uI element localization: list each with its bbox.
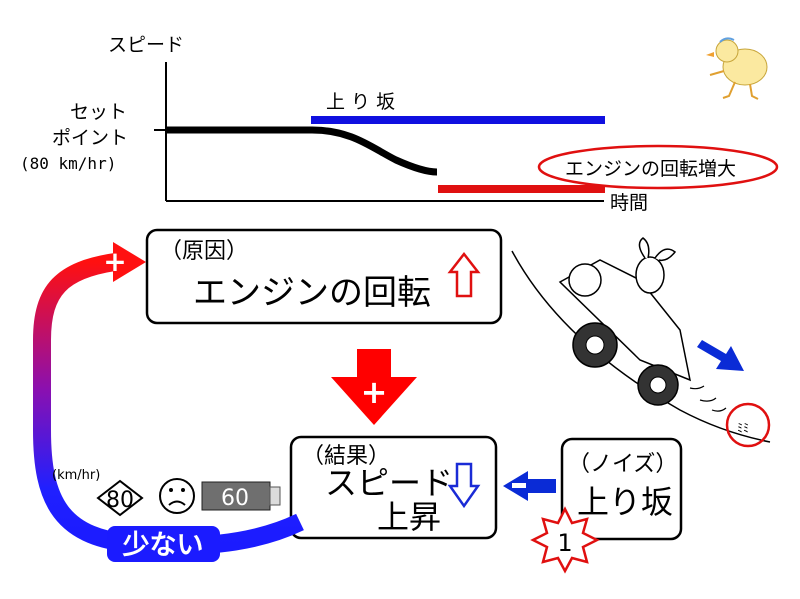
engine-increase-label: エンジンの回転増大 <box>565 158 736 180</box>
setpoint-label-line1: セット <box>70 101 127 123</box>
uphill-label: 上 り 坂 <box>326 91 395 113</box>
effect-heading: （結果） <box>302 444 390 469</box>
effect-box: （結果） スピード 上昇 <box>289 435 498 540</box>
effect-body-line2: 上昇 <box>377 498 441 536</box>
noise-minus-mark <box>512 483 526 488</box>
noise-box-frame <box>560 437 683 541</box>
exhaust-glyphs: ﾐﾐ <box>737 421 749 435</box>
chick-illustration <box>706 37 768 100</box>
speed-comparison: (km/hr) 80 60 <box>52 468 281 517</box>
gauge-cap-icon <box>269 486 281 506</box>
plus-feedback-sign: + <box>103 245 126 278</box>
burst-number: 1 <box>557 529 572 557</box>
unit-label: (km/hr) <box>52 468 100 483</box>
y-axis-label: スピード <box>108 34 184 56</box>
noise-to-effect-arrow <box>503 471 556 501</box>
noise-body: 上り坂 <box>577 483 673 521</box>
exhaust-highlight-circle <box>725 402 771 448</box>
cause-box-frame <box>145 228 503 325</box>
noise-heading: （ノイズ） <box>568 452 677 477</box>
car-headlight-icon <box>568 263 602 297</box>
speed-time-graph: スピード セット ポイント (80 km/hr) 上 り 坂 エンジンの回転増大… <box>20 34 779 214</box>
speed-curve <box>166 126 438 176</box>
car-on-slope-illustration: ﾐﾐ <box>511 237 771 448</box>
sad-face-icon <box>159 478 195 514</box>
target-speed: 80 <box>106 488 134 513</box>
feedback-loop: + 少ない <box>33 242 304 562</box>
setpoint-value-label: (80 km/hr) <box>20 154 116 173</box>
cause-to-effect-arrow: + <box>331 349 417 425</box>
downhill-arrow-icon <box>697 340 744 371</box>
feedback-arrowhead-icon <box>113 242 146 282</box>
less-label: 少ない <box>123 530 204 561</box>
diamond-sign-icon <box>96 479 144 517</box>
setpoint-label-line2: ポイント <box>52 127 128 149</box>
exhaust-marks-icon <box>689 385 727 412</box>
x-axis-label: 時間 <box>610 192 648 214</box>
engine-increase-oval <box>537 144 779 190</box>
burst-icon <box>530 506 600 574</box>
engine-increase-bar <box>438 185 605 193</box>
effect-box-frame <box>289 435 498 540</box>
burst-badge: 1 <box>530 506 600 574</box>
cause-box: （原因） エンジンの回転 <box>145 228 503 325</box>
rabbit-head-icon <box>635 256 665 294</box>
red-down-arrow-icon <box>331 349 417 425</box>
down-arrow-icon <box>447 462 481 509</box>
cause-body: エンジンの回転 <box>193 273 431 313</box>
effect-body-line1: スピード <box>325 464 453 502</box>
uphill-bar <box>311 116 605 124</box>
cause-heading: （原因） <box>160 239 248 264</box>
current-speed: 60 <box>221 486 249 511</box>
rabbit-ears-icon <box>638 237 677 262</box>
less-badge <box>107 526 220 562</box>
up-arrow-icon <box>447 251 481 298</box>
noise-box: （ノイズ） 上り坂 <box>560 437 683 541</box>
plus-down-sign: + <box>361 373 388 411</box>
